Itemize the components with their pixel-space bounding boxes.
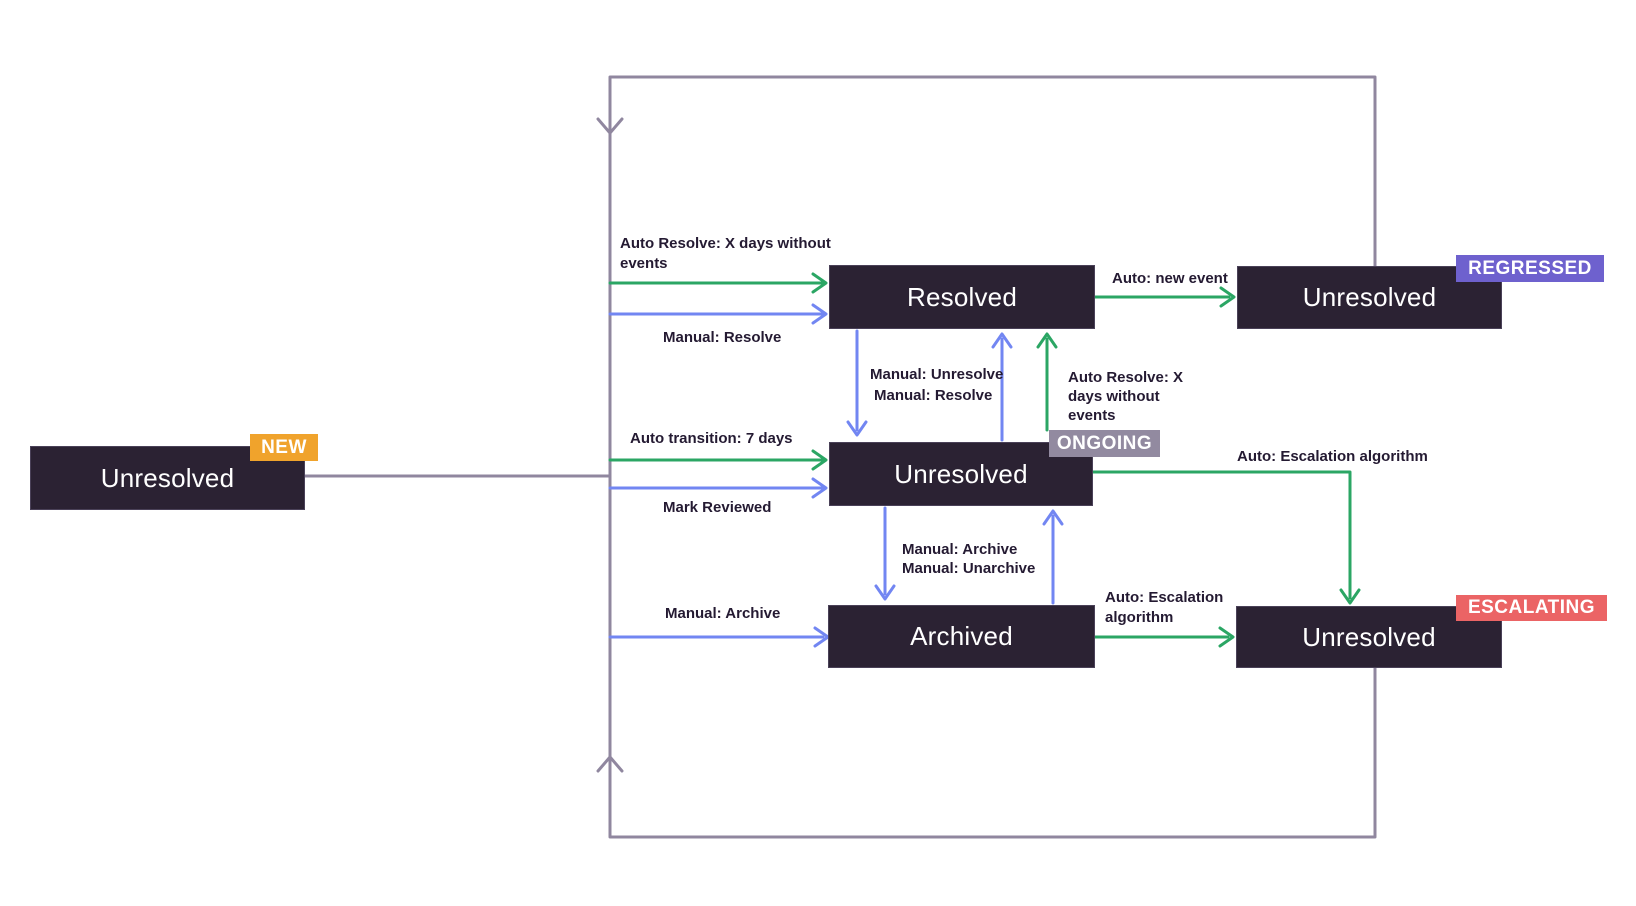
state-box-archived: Archived (828, 605, 1095, 668)
edge-label-auto-escalation-top: Auto: Escalation algorithm (1237, 448, 1428, 465)
arrowhead-right-icon (811, 477, 828, 499)
feedback-loop-line (608, 75, 1377, 839)
arrowhead-right-icon (1218, 626, 1235, 648)
arrowhead-up-icon (1042, 509, 1064, 526)
edge-label-auto-resolve-to-resolved: Auto Resolve: X days without events (620, 235, 831, 272)
edge-label-manual-resolve-left: Manual: Resolve (663, 329, 782, 346)
manual-transition-arrows (608, 303, 1064, 648)
status-badge-new: NEW (250, 434, 318, 461)
arrow-auto-escalation-top (1091, 470, 1352, 600)
edge-label-auto-transition-7-days: Auto transition: 7 days (630, 430, 793, 447)
arrowhead-right-icon (811, 449, 828, 471)
arrowhead-down-icon (846, 420, 868, 437)
arrowhead-down-icon (1339, 588, 1361, 605)
feedback-loop (303, 75, 1377, 839)
auto-transition-arrows (608, 272, 1361, 648)
arrowhead-up-icon (1036, 332, 1058, 349)
arrowhead-right-icon (811, 303, 828, 325)
arrowhead-down-icon (596, 117, 624, 135)
status-badge-ongoing: ONGOING (1049, 430, 1160, 457)
status-badge-escalating: ESCALATING (1456, 595, 1607, 621)
status-badge-regressed: REGRESSED (1456, 255, 1604, 282)
arrowhead-right-icon (811, 272, 828, 294)
edge-label-manual-unresolve: Manual: Unresolve (870, 366, 1004, 383)
edge-label-mark-reviewed: Mark Reviewed (663, 499, 772, 516)
state-label: Unresolved (1302, 282, 1437, 312)
state-label: Resolved (907, 281, 1017, 312)
edge-label-manual-resolve-up: Manual: Resolve (874, 387, 993, 404)
arrowhead-right-icon (1219, 286, 1236, 308)
state-label: Unresolved (100, 462, 235, 493)
state-label: Archived (910, 621, 1013, 651)
edge-label-manual-archive-left: Manual: Archive (665, 605, 781, 622)
state-label: Unresolved (894, 458, 1028, 489)
state-box-resolved: Resolved (829, 265, 1095, 329)
arrowhead-up-icon (991, 332, 1013, 349)
state-label: Unresolved (1302, 621, 1436, 652)
edge-label-auto-resolve-up: Auto Resolve: X days without events (1068, 369, 1184, 424)
arrowhead-up-icon (596, 755, 624, 773)
arrowhead-down-icon (874, 584, 896, 601)
edge-label-manual-archive-down: Manual: Archive (902, 541, 1018, 558)
edge-label-auto-escalation-bottom: Auto: Escalation algorithm (1105, 589, 1224, 626)
edge-label-auto-new-event: Auto: new event (1112, 270, 1228, 287)
edge-label-manual-unarchive-up: Manual: Unarchive (902, 560, 1036, 577)
